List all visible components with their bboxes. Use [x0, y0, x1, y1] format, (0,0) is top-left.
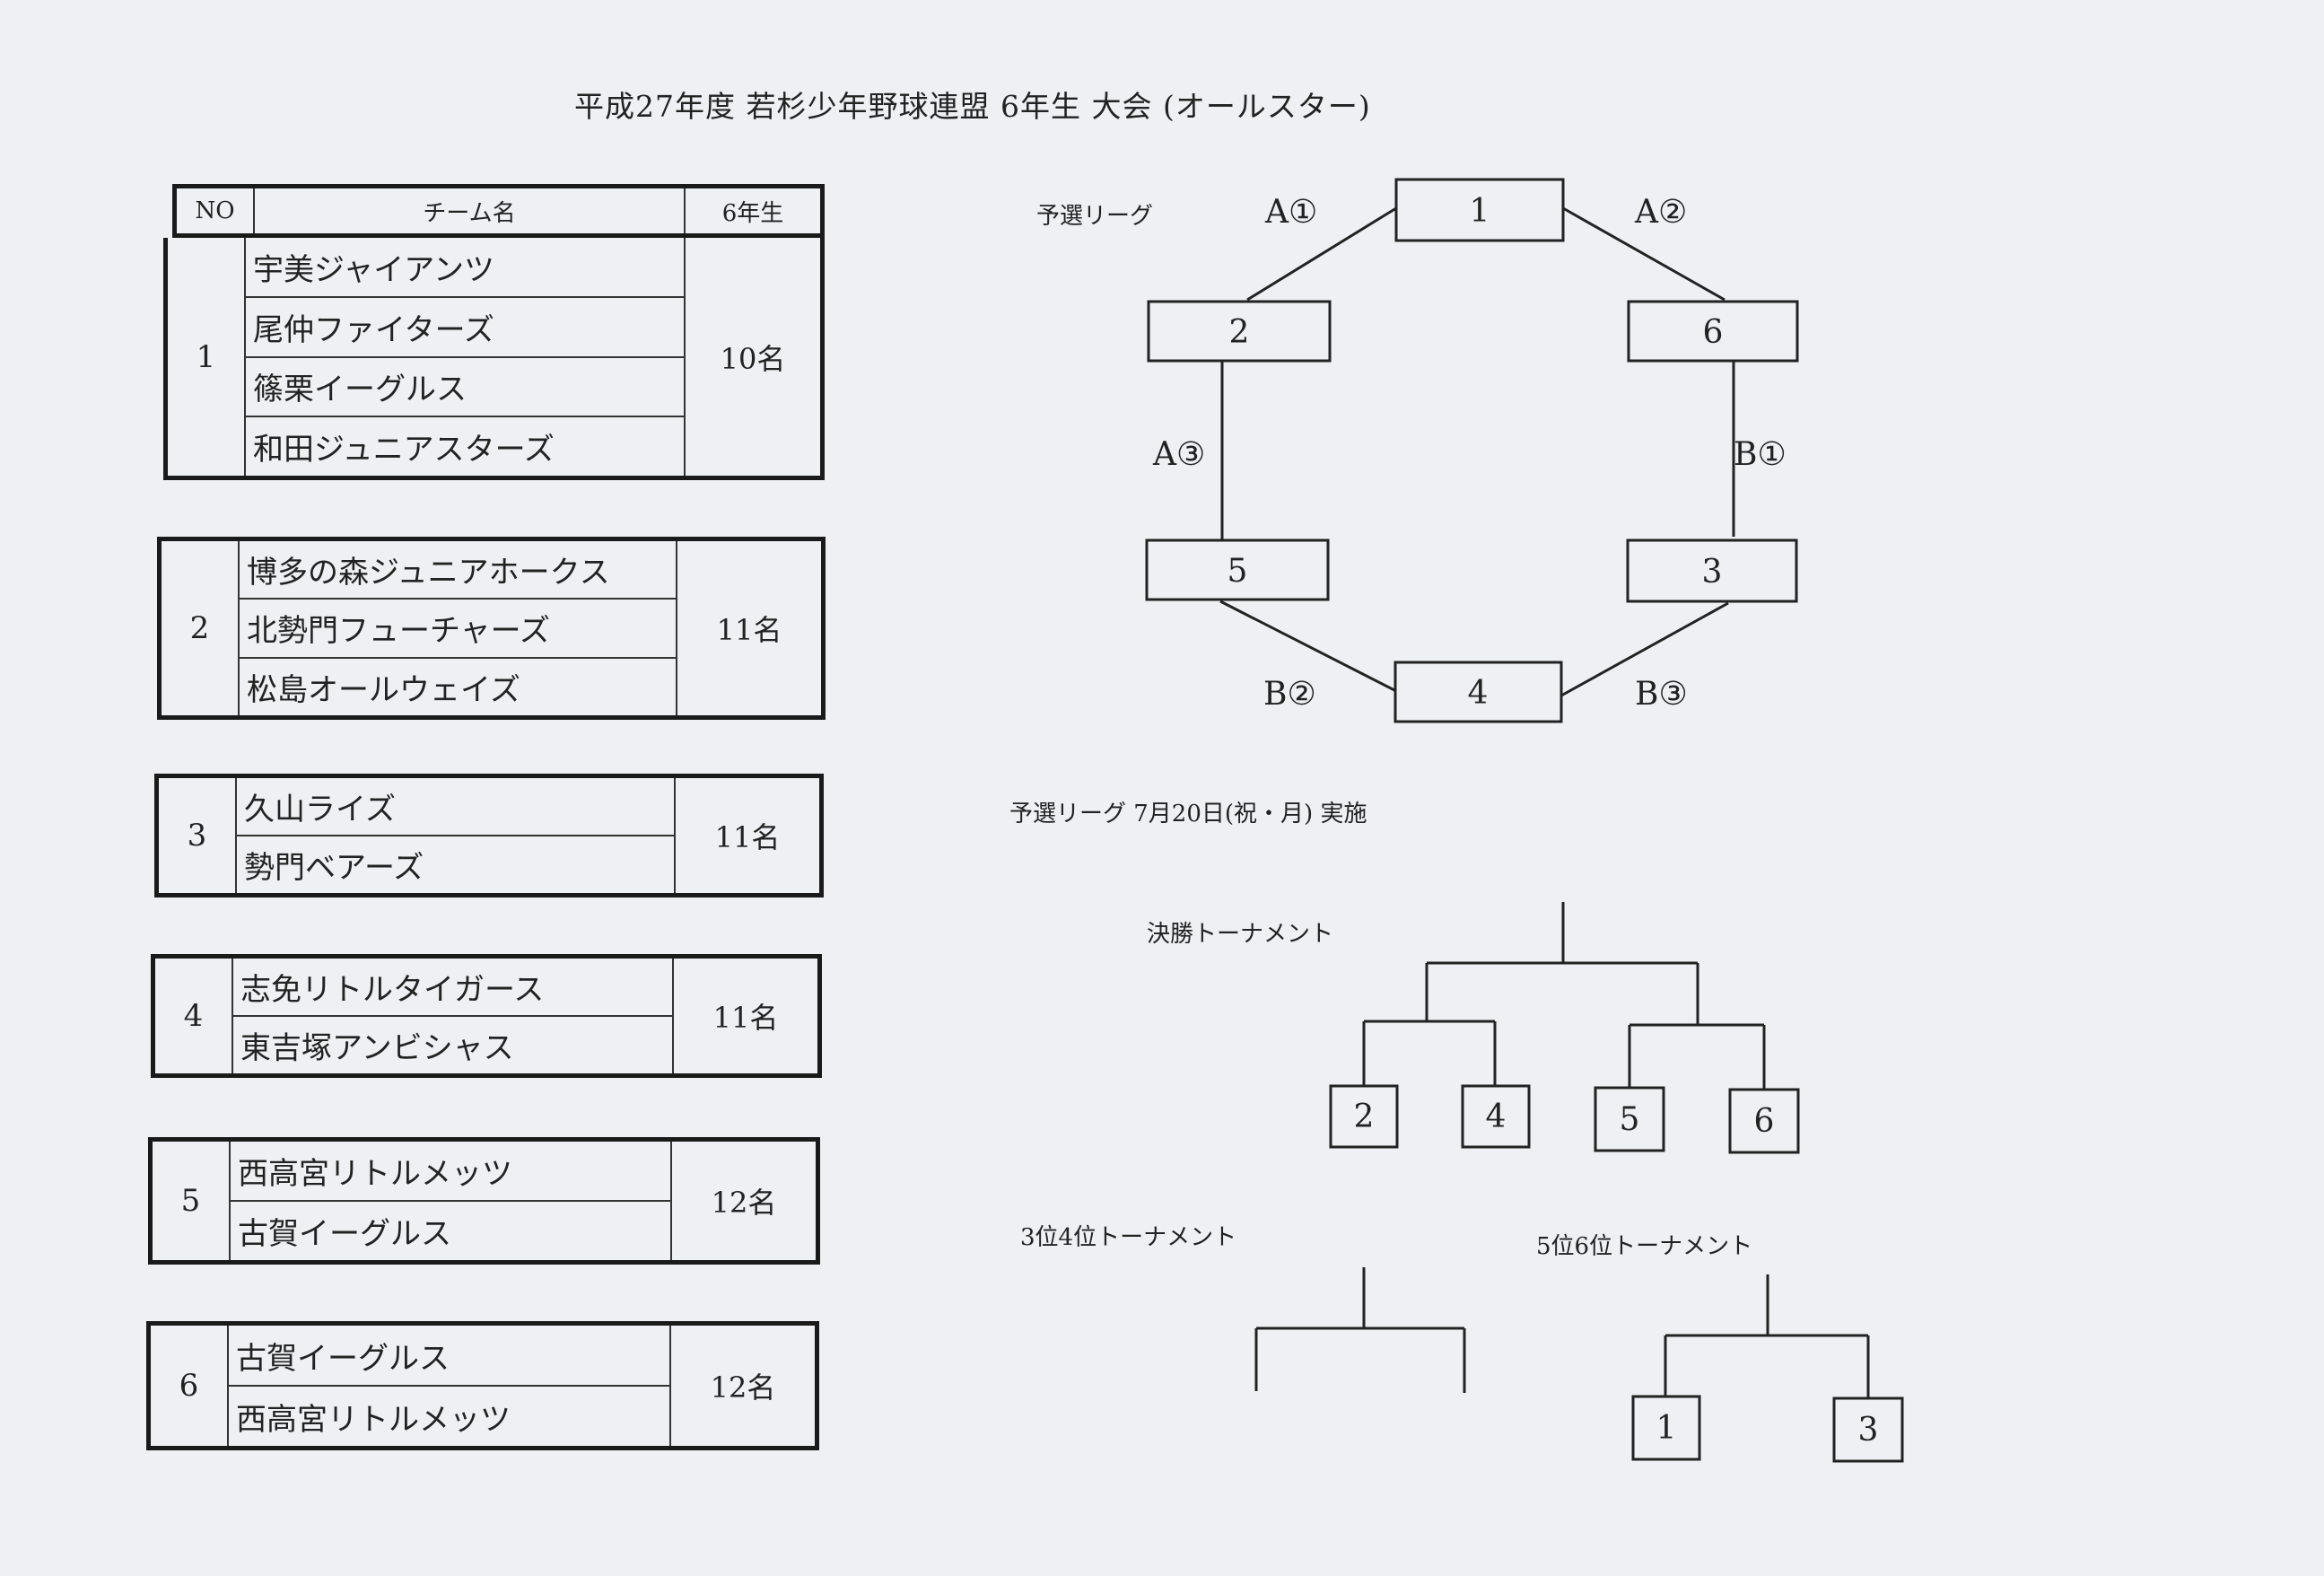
league-schedule: 予選リーグ 7月20日(祝・月) 実施	[1009, 801, 1367, 827]
league-node-label: 5	[1228, 553, 1248, 590]
team-name: 志免リトルタイガース	[233, 959, 672, 1017]
fifth-sixth-label: 5位6位トーナメント	[1536, 1233, 1753, 1260]
league-node	[1147, 300, 1332, 363]
group-number: 1	[168, 238, 246, 476]
team-list: 宇美ジャイアンツ 尾仲ファイターズ 篠栗イーグルス 和田ジュニアスターズ	[246, 238, 686, 476]
edge-a1	[1246, 206, 1397, 302]
edge-label: A②	[1634, 194, 1687, 231]
player-count: 12名	[711, 1186, 777, 1220]
team-group: 1 宇美ジャイアンツ 尾仲ファイターズ 篠栗イーグルス 和田ジュニアスターズ 1…	[163, 238, 825, 480]
group-number: 2	[162, 541, 240, 715]
edge-label: B②	[1263, 676, 1316, 713]
team-name: 西高宮リトルメッツ	[236, 1401, 511, 1438]
edge-a2	[1562, 206, 1726, 302]
final-slot-box	[1728, 1088, 1800, 1154]
header-team-name: チーム名	[255, 188, 686, 233]
group-number: 4	[155, 959, 233, 1073]
team-group: 6 古賀イーグルス 西高宮リトルメッツ 12名	[146, 1321, 819, 1450]
final-slot: 5	[1620, 1101, 1640, 1138]
team-name: 宇美ジャイアンツ	[246, 238, 684, 298]
league-node	[1394, 178, 1565, 242]
final-slot: 6	[1754, 1103, 1775, 1140]
league-node-label: 2	[1229, 314, 1250, 351]
final-slot-box	[1594, 1086, 1665, 1152]
league-node	[1627, 300, 1799, 363]
player-count: 12名	[710, 1370, 776, 1405]
league-node-label: 1	[1470, 193, 1490, 230]
header-no: NO	[177, 188, 255, 233]
player-count: 11名	[712, 1001, 779, 1035]
team-group: 4 志免リトルタイガース 東吉塚アンビシャス 11名	[151, 954, 822, 1078]
team-name: 古賀イーグルス	[229, 1326, 669, 1387]
table-header: NO チーム名 6年生	[172, 184, 825, 238]
league-node	[1394, 661, 1563, 723]
team-group: 3 久山ライズ 勢門ベアーズ 11名	[154, 774, 824, 897]
team-name: 篠栗イーグルス	[246, 358, 684, 418]
page-title: 平成27年度 若杉少年野球連盟 6年生 大会 (オールスター)	[574, 89, 1371, 124]
header-sixth-grade: 6年生	[721, 199, 784, 227]
team-name: 久山ライズ	[237, 778, 674, 836]
league-node	[1626, 538, 1798, 603]
team-name: 松島オールウェイズ	[247, 671, 520, 708]
team-group: 2 博多の森ジュニアホークス 北勢門フューチャーズ 松島オールウェイズ 11名	[157, 537, 826, 720]
player-count: 11名	[716, 613, 782, 647]
team-list: 古賀イーグルス 西高宮リトルメッツ	[229, 1326, 671, 1446]
edge-label: A③	[1152, 436, 1205, 473]
player-count: 10名	[720, 341, 786, 376]
edge-label: B③	[1635, 676, 1688, 713]
team-name: 博多の森ジュニアホークス	[240, 541, 676, 600]
league-node-label: 6	[1703, 314, 1724, 351]
edge-b3	[1560, 601, 1729, 697]
league-node-label: 4	[1468, 675, 1489, 712]
league-label: 予選リーグ	[1036, 203, 1154, 230]
team-list: 志免リトルタイガース 東吉塚アンビシャス	[233, 959, 674, 1073]
edge-label: B①	[1734, 436, 1787, 473]
team-list: 久山ライズ 勢門ベアーズ	[237, 778, 676, 893]
final-slot: 2	[1354, 1099, 1375, 1135]
league-node-label: 3	[1702, 554, 1723, 591]
final-slot: 4	[1486, 1099, 1507, 1135]
fifth-slot-box	[1832, 1397, 1904, 1463]
team-name: 古賀イーグルス	[238, 1216, 451, 1252]
fifth-slot: 1	[1656, 1410, 1677, 1447]
team-list: 西高宮リトルメッツ 古賀イーグルス	[231, 1142, 672, 1260]
team-name: 勢門ベアーズ	[244, 850, 424, 886]
team-list: 博多の森ジュニアホークス 北勢門フューチャーズ 松島オールウェイズ	[240, 541, 677, 715]
team-name: 北勢門フューチャーズ	[240, 600, 676, 659]
final-tournament-label: 決勝トーナメント	[1147, 921, 1334, 948]
group-number: 5	[153, 1142, 231, 1260]
final-slot-box	[1461, 1084, 1531, 1149]
fifth-slot: 3	[1858, 1412, 1879, 1449]
edge-label: A①	[1264, 194, 1317, 231]
fifth-slot-box	[1631, 1395, 1701, 1461]
third-fourth-label: 3位4位トーナメント	[1020, 1224, 1237, 1251]
league-node	[1145, 538, 1330, 601]
team-name: 和田ジュニアスターズ	[253, 432, 555, 468]
group-number: 3	[159, 778, 237, 893]
team-name: 東吉塚アンビシャス	[240, 1030, 514, 1066]
edge-b2	[1219, 600, 1397, 693]
group-number: 6	[151, 1326, 229, 1446]
player-count: 11名	[714, 820, 781, 854]
team-group: 5 西高宮リトルメッツ 古賀イーグルス 12名	[148, 1137, 820, 1265]
team-name: 尾仲ファイターズ	[246, 298, 684, 358]
team-name: 西高宮リトルメッツ	[231, 1142, 670, 1202]
final-slot-box	[1329, 1084, 1399, 1149]
